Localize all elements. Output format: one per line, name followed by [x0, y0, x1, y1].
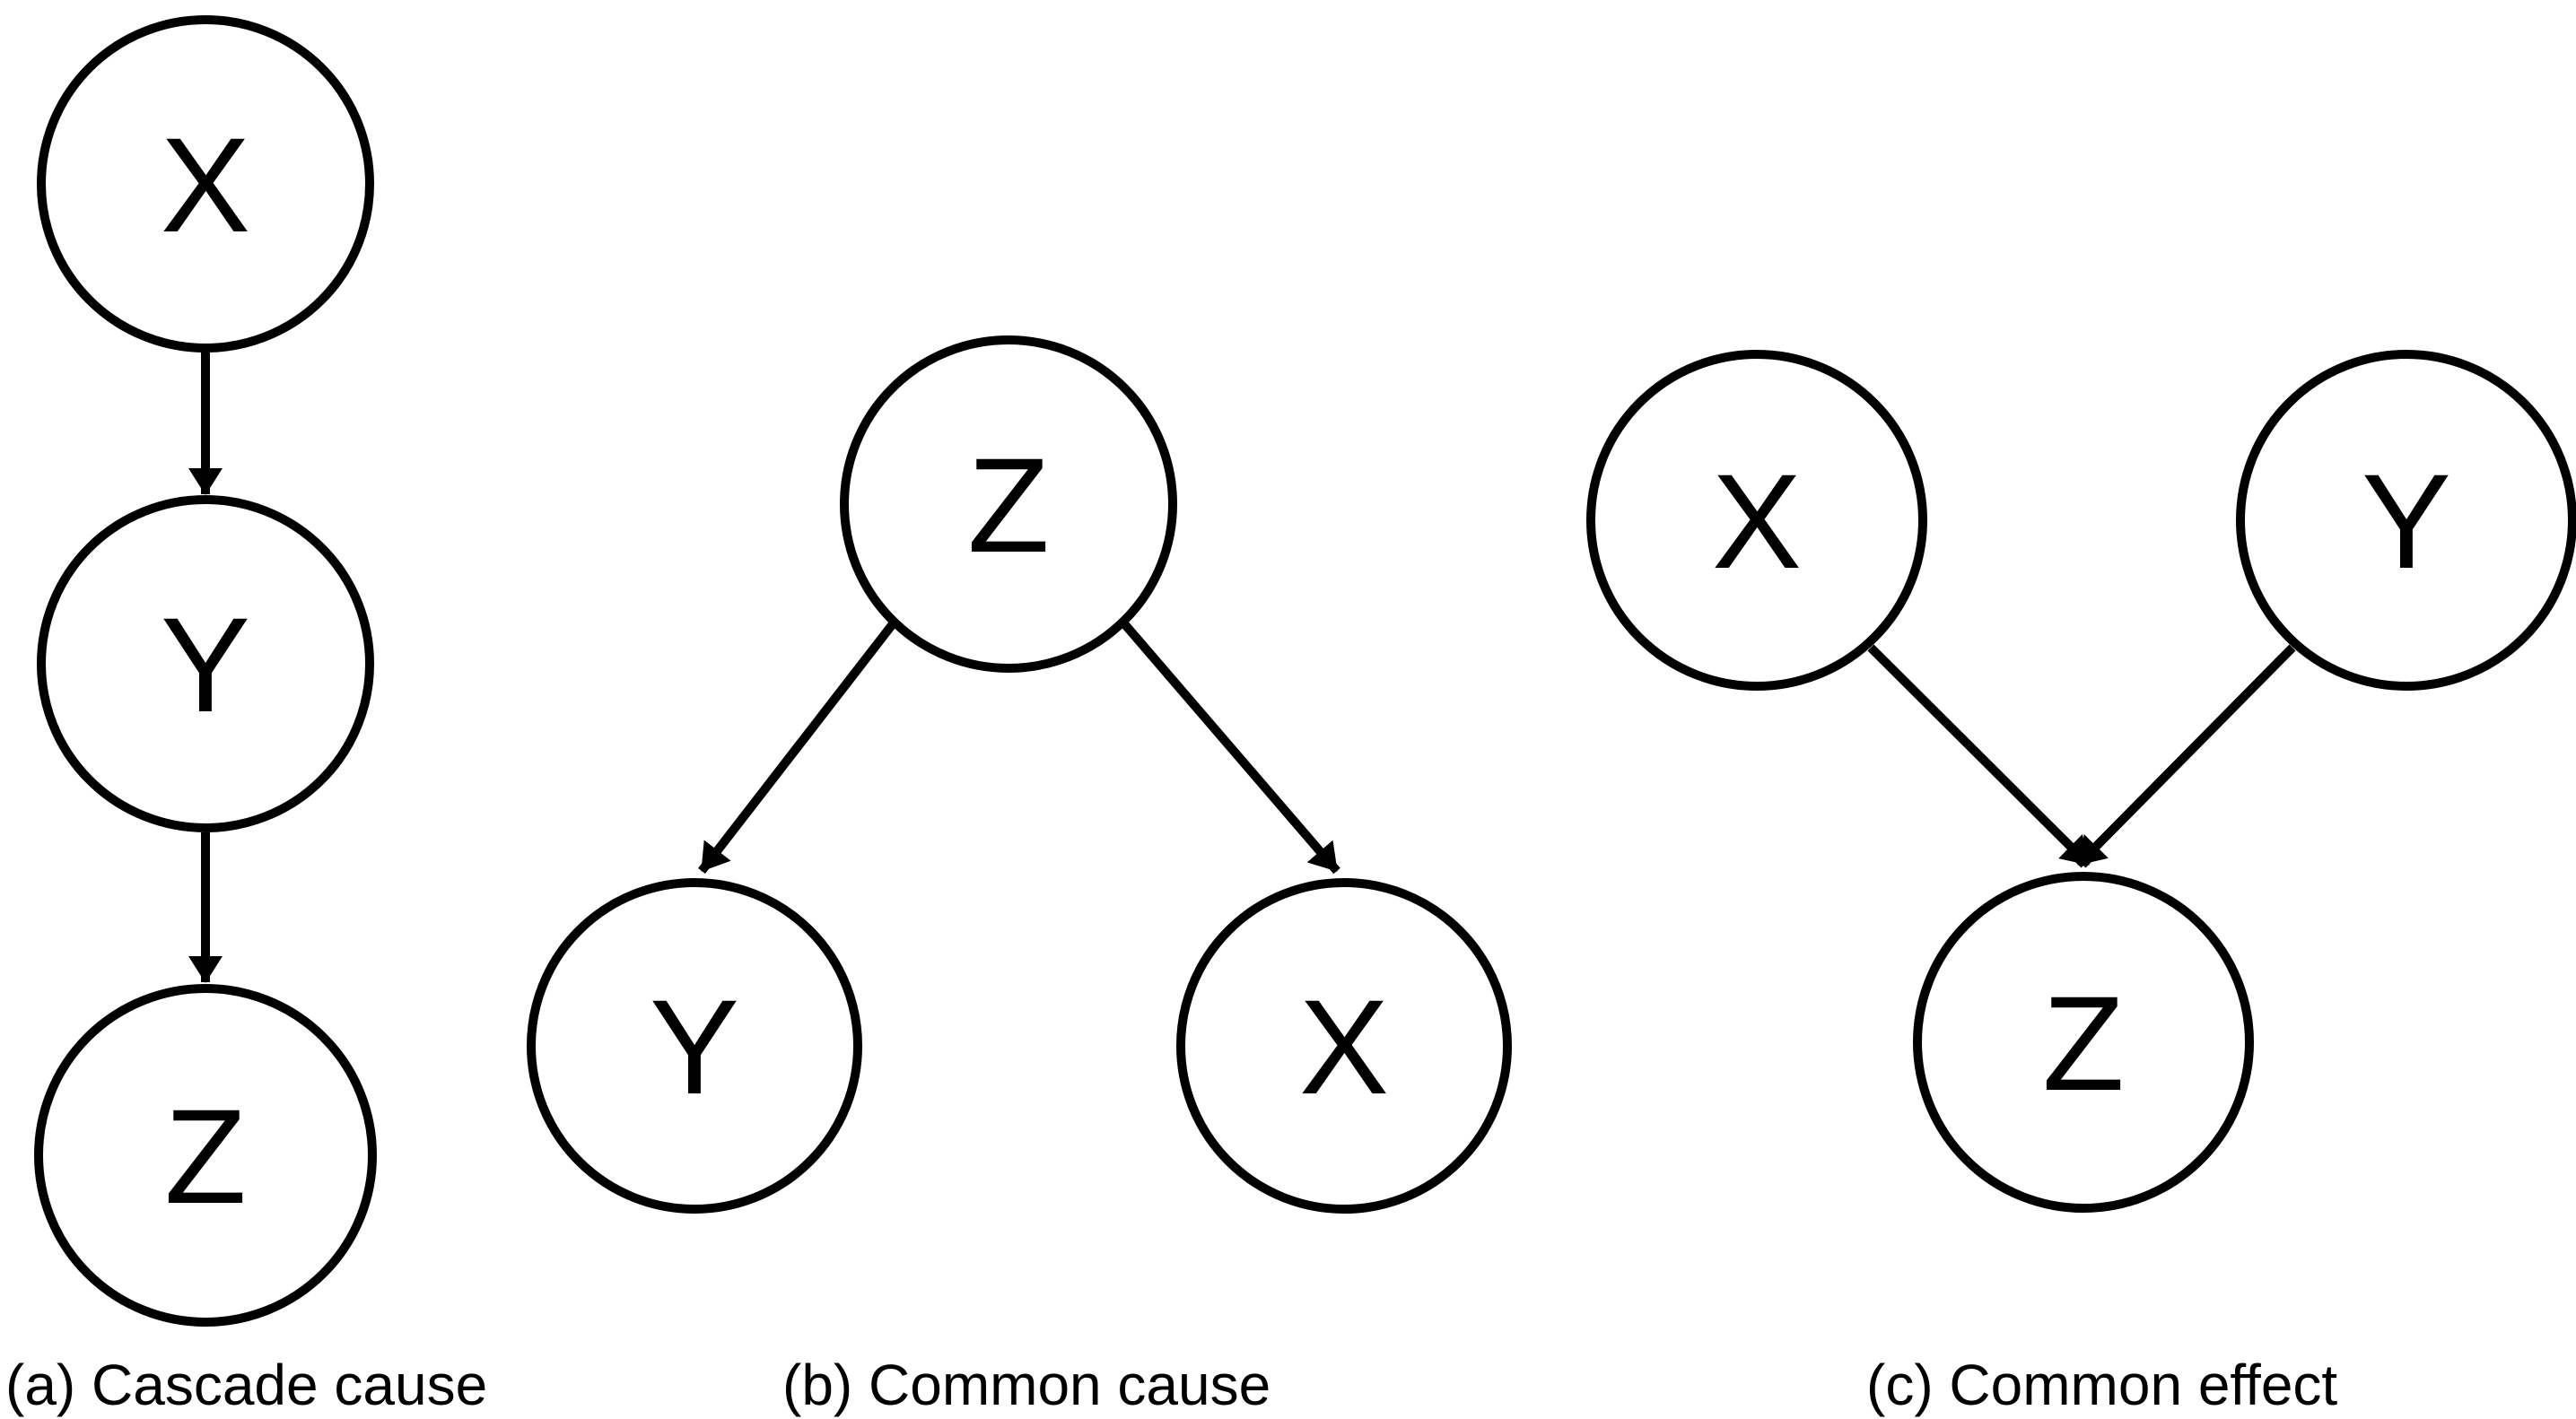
node-circle-z	[34, 984, 377, 1327]
edge-x-to-z	[1867, 644, 2092, 868]
node-circle-y	[2236, 350, 2576, 691]
node-label-z: Z	[2042, 968, 2125, 1119]
node-label-y: Y	[161, 589, 250, 740]
diagram-common-effect: X Y Z (c) Common effect	[1586, 350, 2576, 1417]
edge-z-to-x	[1119, 618, 1340, 875]
node-circle-y	[527, 878, 862, 1214]
diagram-common-cause: Z Y X (b) Common cause	[527, 335, 1512, 1417]
node-label-y: Y	[2362, 446, 2451, 596]
node-circle-z	[1913, 872, 2254, 1213]
node-circle-y	[37, 495, 374, 832]
node-label-x: X	[161, 109, 250, 260]
diagram-cascade-cause: X Y Z (a) Cascade cause	[5, 15, 487, 1417]
edge-z-to-y	[698, 618, 898, 875]
node-label-z: Z	[164, 1081, 247, 1232]
node-label-x: X	[1299, 971, 1389, 1122]
edge-y-to-z	[2074, 644, 2296, 868]
node-circle-x	[1176, 878, 1512, 1214]
node-circle-z	[840, 335, 1177, 673]
caption-common-effect: (c) Common effect	[1866, 1353, 2337, 1417]
node-label-x: X	[1712, 446, 1802, 596]
caption-cascade-cause: (a) Cascade cause	[5, 1353, 487, 1417]
node-label-y: Y	[650, 971, 739, 1122]
node-circle-x	[37, 15, 374, 353]
node-circle-x	[1586, 350, 1927, 691]
node-label-z: Z	[967, 430, 1050, 580]
caption-common-cause: (b) Common cause	[782, 1353, 1271, 1417]
